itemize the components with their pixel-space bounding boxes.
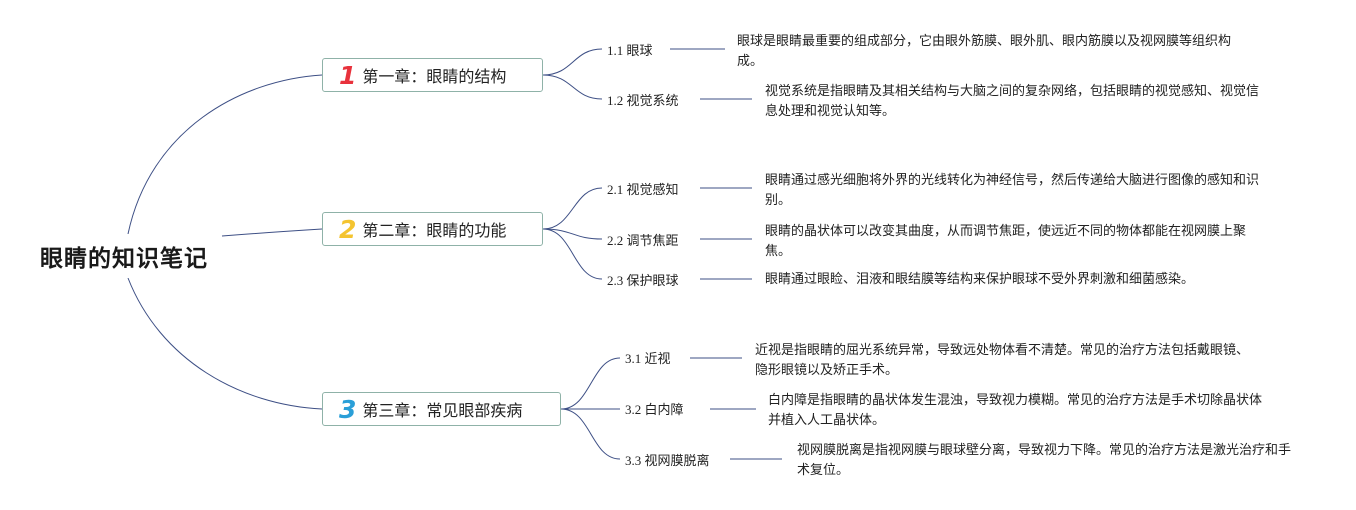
chapter-title: 第三章：常见眼部疾病 — [362, 401, 523, 420]
section-2-3[interactable]: 2.3 保护眼球 — [607, 273, 679, 288]
connector-chapter-section-8 — [560, 408, 621, 460]
section-2-2[interactable]: 2.2 调节焦距 — [607, 233, 679, 248]
chapter-2-node[interactable]: 2 第二章：眼睛的功能 — [322, 212, 543, 246]
note-3-2: 白内障是指眼睛的晶状体发生混浊，导致视力模糊。常见的治疗方法是手术切除晶状体并植… — [768, 393, 1263, 428]
section-1-1[interactable]: 1.1 眼球 — [607, 43, 653, 58]
chapter-number-badge: 2 — [339, 214, 357, 244]
connector-chapter-section-2 — [542, 74, 603, 100]
note-3-1: 近视是指眼睛的屈光系统异常，导致远处物体看不清楚。常见的治疗方法包括戴眼镜、隐形… — [755, 343, 1250, 378]
chapter-number-badge: 1 — [339, 60, 357, 90]
chapter-1-node[interactable]: 1 第一章：眼睛的结构 — [322, 58, 543, 92]
connector-chapter-section-5 — [542, 228, 603, 280]
connector-chapter-section-4 — [542, 228, 603, 240]
section-3-1[interactable]: 3.1 近视 — [625, 351, 671, 366]
connector-chapter-section-6 — [560, 357, 621, 410]
note-3-3: 视网膜脱离是指视网膜与眼球壁分离，导致视力下降。常见的治疗方法是激光治疗和手术复… — [797, 443, 1292, 478]
connector-root-chapter-2 — [221, 228, 323, 237]
chapter-title: 第一章：眼睛的结构 — [362, 67, 507, 86]
section-3-3[interactable]: 3.3 视网膜脱离 — [625, 453, 710, 468]
section-2-1[interactable]: 2.1 视觉感知 — [607, 182, 679, 197]
connector-root-chapter-3 — [127, 277, 323, 410]
note-2-2: 眼睛的晶状体可以改变其曲度，从而调节焦距，使远近不同的物体都能在视网膜上聚焦。 — [765, 224, 1247, 259]
root-topic[interactable]: 眼睛的知识笔记 — [26, 234, 222, 278]
section-1-2[interactable]: 1.2 视觉系统 — [607, 93, 679, 108]
section-3-2[interactable]: 3.2 白内障 — [625, 402, 684, 417]
note-2-1: 眼睛通过感光细胞将外界的光线转化为神经信号，然后传递给大脑进行图像的感知和识别。 — [765, 173, 1260, 208]
connector-chapter-section-3 — [542, 187, 603, 230]
root-title: 眼睛的知识笔记 — [40, 246, 208, 272]
connector-chapter-section-1 — [542, 48, 603, 76]
connector-root-chapter-1 — [127, 74, 323, 235]
chapter-title: 第二章：眼睛的功能 — [362, 221, 507, 240]
note-1-1: 眼球是眼睛最重要的组成部分，它由眼外筋膜、眼外肌、眼内筋膜以及视网膜等组织构成。 — [737, 34, 1232, 69]
chapter-number-badge: 3 — [339, 394, 357, 424]
note-1-2: 视觉系统是指眼睛及其相关结构与大脑之间的复杂网络，包括眼睛的视觉感知、视觉信息处… — [765, 84, 1260, 119]
note-2-3: 眼睛通过眼睑、泪液和眼结膜等结构来保护眼球不受外界刺激和细菌感染。 — [765, 272, 1195, 287]
chapter-3-node[interactable]: 3 第三章：常见眼部疾病 — [322, 392, 561, 426]
